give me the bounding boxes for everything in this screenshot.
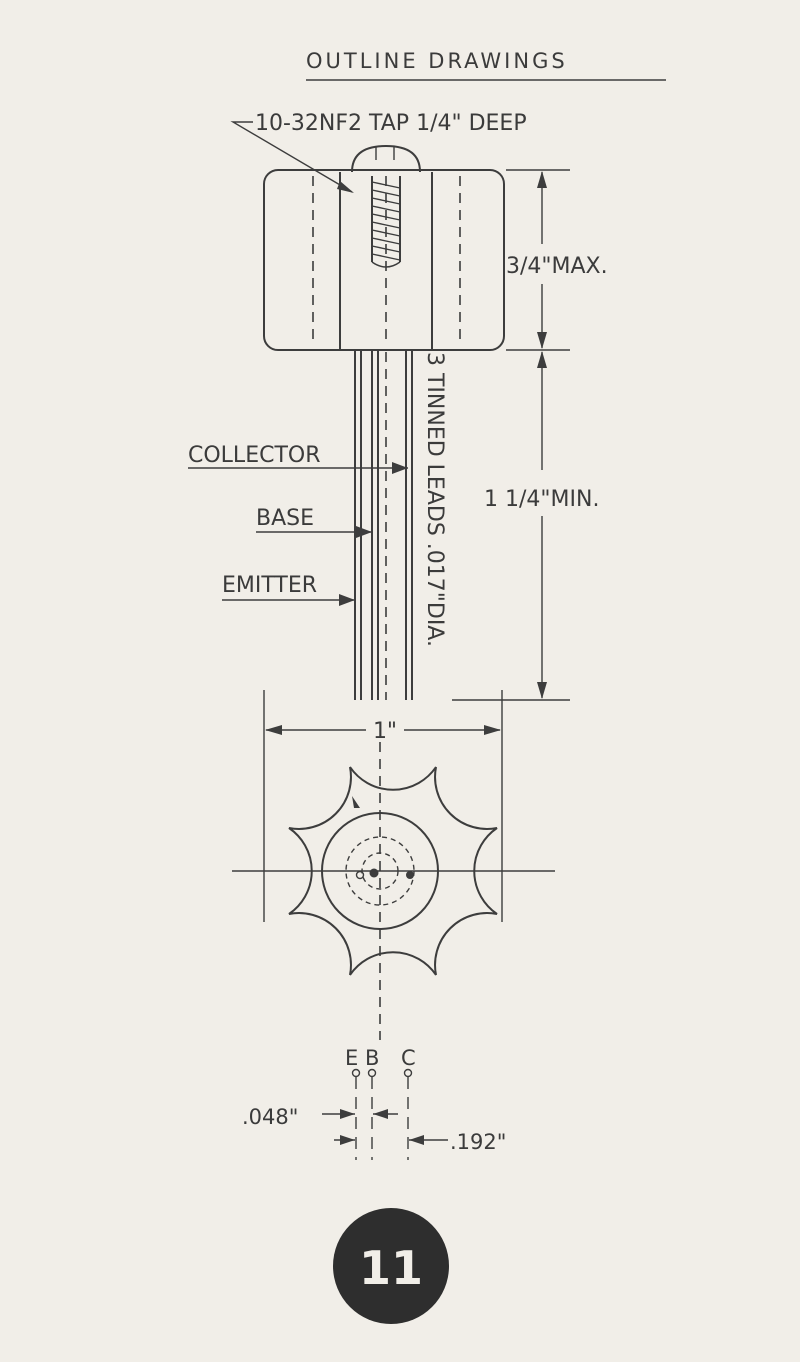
lead-length-arrow-bottom (537, 682, 547, 699)
star-tick-mark (352, 796, 360, 808)
page-number-badge (333, 1208, 449, 1324)
height-arrow-top (537, 171, 547, 188)
width-note: 1" (373, 719, 397, 744)
tapped-thread (371, 176, 401, 268)
screw-head (351, 144, 421, 173)
spacing-small-arrow-left (340, 1109, 355, 1119)
pin-b-label: B (365, 1046, 379, 1070)
height-arrow-bottom (537, 332, 547, 349)
tap-note: 10-32NF2 TAP 1/4" DEEP (255, 111, 527, 136)
heatsink-star-outline (288, 766, 498, 976)
heatsink-body (263, 169, 505, 351)
page-heading: OUTLINE DRAWINGS (306, 49, 568, 73)
collector-label: COLLECTOR (188, 443, 321, 468)
tinned-leads (354, 350, 413, 700)
pin-stubs (351, 1068, 413, 1160)
spacing-large-arrow-right (409, 1135, 424, 1145)
width-arrow-right (484, 725, 501, 735)
width-arrow-left (265, 725, 282, 735)
spacing-large-arrow-left (340, 1135, 355, 1145)
pin-e-label: E (345, 1046, 358, 1070)
base-label: BASE (256, 506, 314, 531)
lead-length-note: 1 1/4"MIN. (484, 487, 599, 512)
spacing-large-note: .192" (450, 1130, 506, 1154)
base-arrowhead (356, 526, 372, 538)
pin-hole-collector (406, 871, 414, 879)
pin-hole-base (369, 868, 379, 878)
spacing-small-note: .048" (242, 1105, 298, 1129)
tap-leader-line (230, 121, 353, 193)
pin-hole-emitter (355, 870, 365, 880)
tap-leader-arrowhead (337, 181, 354, 193)
leads-note: 3 TINNED LEADS .017"DIA. (422, 352, 447, 647)
emitter-arrowhead (339, 594, 355, 606)
height-note: 3/4"MAX. (506, 254, 608, 279)
spacing-small-arrow-right (373, 1109, 388, 1119)
pin-c-label: C (401, 1046, 416, 1070)
emitter-label: EMITTER (222, 573, 317, 598)
collector-arrowhead (392, 462, 408, 474)
page-number: 11 (359, 1241, 423, 1295)
lead-length-arrow-top (537, 351, 547, 368)
